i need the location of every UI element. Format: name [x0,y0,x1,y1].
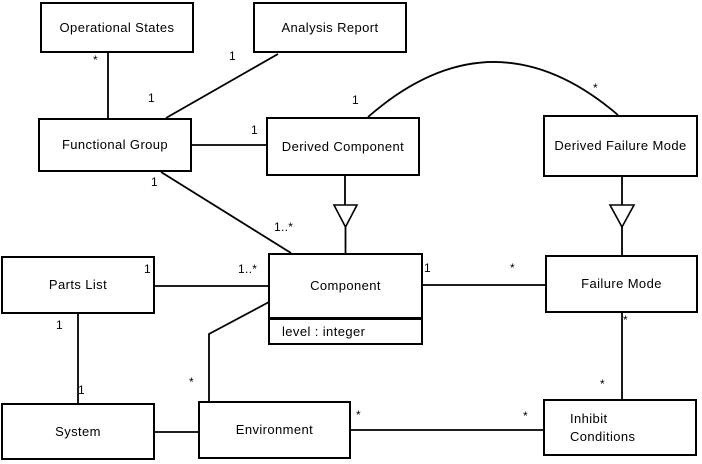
multiplicity-component-end-pl: 1..* [238,262,258,276]
multiplicity-ic-end-fm: * [600,377,605,391]
multiplicity-fg-end-component: 1 [151,175,158,189]
multiplicity-ic-end-env: * [523,409,528,423]
multiplicity-component-end-fm: 1 [424,261,431,275]
class-component-name: Component [310,278,381,294]
multiplicity-fm-end-component: * [510,261,515,275]
multiplicity-ar-end: 1 [229,49,236,63]
multiplicity-dfm-end-arc: * [593,81,598,95]
assoc-line-component-environment [208,301,270,401]
multiplicity-component-end-fg: 1..* [274,220,294,234]
class-environment: Environment [198,401,351,459]
class-failure-mode: Failure Mode [545,255,698,313]
multiplicity-dc-end-arc: 1 [352,93,359,107]
class-parts-list: Parts List [1,256,155,314]
class-operational-states: Operational States [40,2,194,53]
class-system: System [1,403,155,460]
class-component-attribute: level : integer [270,317,421,343]
multiplicity-fm-end-ic: * [623,313,628,327]
multiplicity-pl-end-component: 1 [144,262,151,276]
class-derived-component: Derived Component [266,117,420,176]
multiplicity-env-end-ic: * [356,408,361,422]
multiplicity-env-end-component: * [189,375,194,389]
assoc-line-functional-group-analysis-report [165,53,279,119]
generalization-triangle-failure-mode-icon [608,204,636,229]
class-inhibit-conditions: Inhibit Conditions [543,399,697,456]
assoc-arc-derived-component-derived-failure-mode [367,61,619,118]
multiplicity-os-end: * [93,53,98,67]
class-derived-failure-mode: Derived Failure Mode [543,115,698,177]
multiplicity-dc-end-fg: 1 [251,123,258,137]
class-component: Component level : integer [268,253,423,345]
class-functional-group: Functional Group [38,118,192,172]
multiplicity-fg-end-os: 1 [148,91,155,105]
multiplicity-pl-end-system: 1 [56,318,63,332]
multiplicity-system-end-pl: 1 [78,383,85,397]
class-analysis-report: Analysis Report [253,2,407,53]
assoc-line-functional-group-component [160,171,292,254]
generalization-triangle-component-icon [332,204,359,229]
